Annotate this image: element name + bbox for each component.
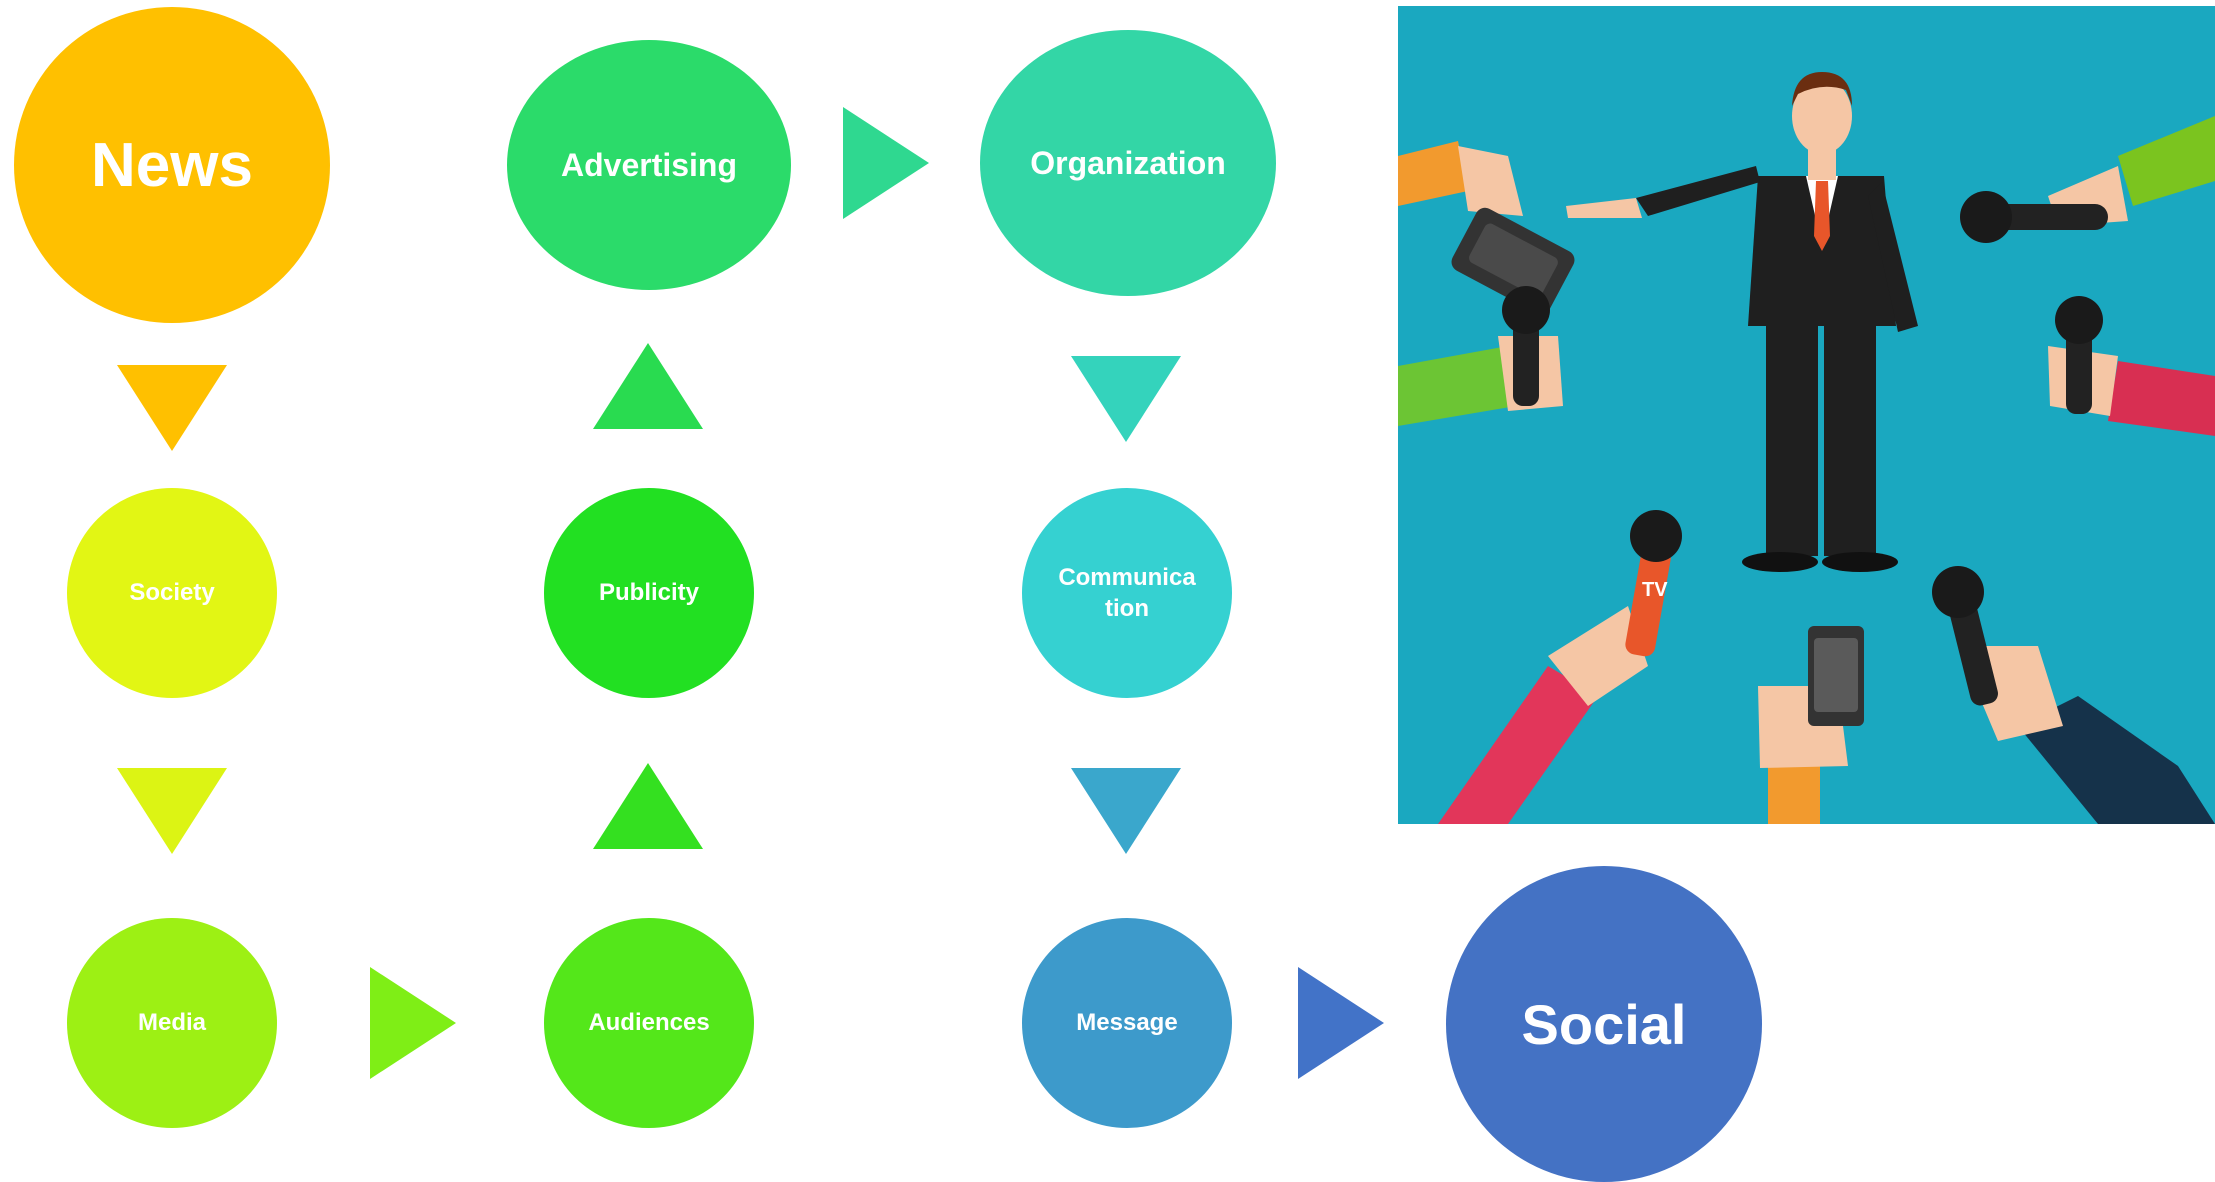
- arrow-publicity-to-advertising: [593, 343, 703, 429]
- node-audiences: Audiences: [544, 918, 754, 1128]
- node-advertising: Advertising: [507, 40, 791, 290]
- node-media-label: Media: [137, 1009, 206, 1036]
- arrow-communication-to-message: [1071, 768, 1181, 854]
- node-communication-label: Communica tion: [1058, 564, 1196, 622]
- node-social: Social: [1446, 866, 1762, 1182]
- node-organization: Organization: [980, 30, 1276, 296]
- arrow-society-to-media: [117, 768, 227, 854]
- node-media: Media: [67, 918, 277, 1128]
- tv-microphone-icon: TV: [1438, 510, 1682, 824]
- node-publicity: Publicity: [544, 488, 754, 698]
- node-publicity-label: Publicity: [598, 579, 700, 606]
- tv-label: TV: [1642, 579, 1668, 601]
- node-audiences-label: Audiences: [588, 1009, 710, 1036]
- recorder-icon: [1398, 141, 1575, 315]
- arrow-advertising-to-organization: [843, 107, 929, 219]
- node-society: Society: [67, 488, 277, 698]
- node-organization-label: Organization: [1030, 144, 1226, 181]
- phone-icon: [1758, 626, 1864, 824]
- microphone-icon: [1932, 566, 2215, 824]
- node-advertising-label: Advertising: [560, 146, 738, 183]
- arrow-media-to-audiences: [370, 967, 456, 1079]
- press-conference-illustration: TV: [1398, 6, 2215, 824]
- node-message-label: Message: [1076, 1009, 1178, 1036]
- microphone-icon: [2048, 296, 2215, 436]
- node-social-label: Social: [1521, 992, 1687, 1056]
- microphone-icon: [1398, 286, 1563, 426]
- node-society-label: Society: [129, 579, 215, 606]
- speaker-figure-icon: [1566, 72, 1918, 572]
- node-message: Message: [1022, 918, 1232, 1128]
- arrow-message-to-social: [1298, 967, 1384, 1079]
- arrow-news-to-society: [117, 365, 227, 451]
- node-news: News: [14, 7, 330, 323]
- arrow-audiences-to-publicity: [593, 763, 703, 849]
- node-news-label: News: [91, 130, 253, 200]
- microphone-icon: [1960, 116, 2215, 243]
- arrow-organization-to-communication: [1071, 356, 1181, 442]
- node-communication: Communica tion: [1022, 488, 1232, 698]
